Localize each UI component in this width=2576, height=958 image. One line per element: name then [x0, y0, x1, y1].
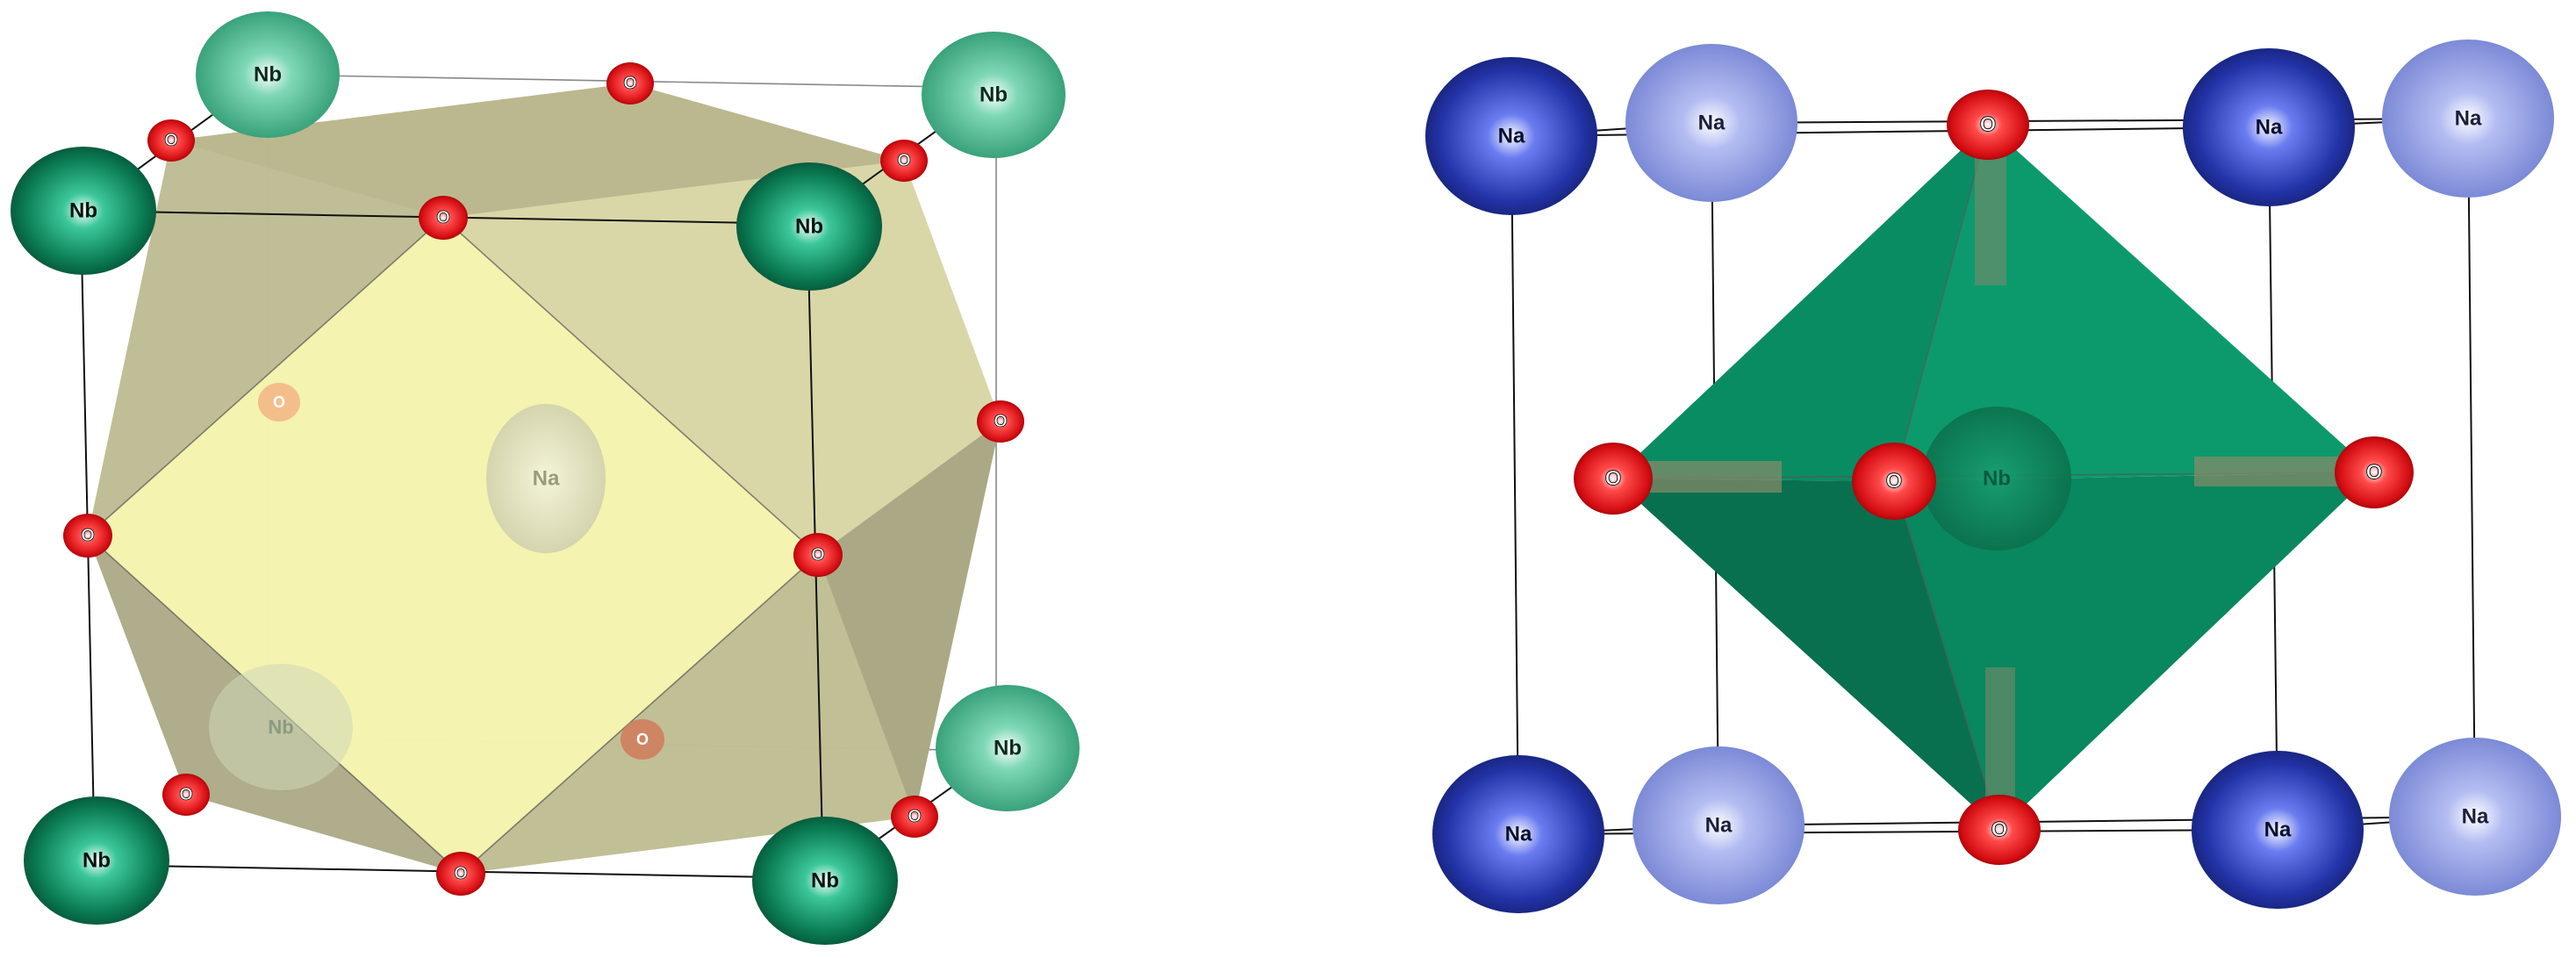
right-o-label: O	[1991, 818, 2008, 842]
left-o-atom-left-front: O	[63, 514, 112, 558]
right-octahedron-left-lower-face	[1613, 479, 1999, 830]
left-o-label: O	[897, 151, 911, 170]
left-structure: Na Nb O O Nb Nb Nb	[11, 11, 1080, 945]
right-na-atom-front-bottom-right: Na	[2192, 751, 2364, 909]
right-na-atom-back-bottom-right: Na	[2389, 738, 2561, 896]
left-polyhedron-left-face	[88, 140, 443, 536]
right-na-label: Na	[2455, 107, 2482, 131]
left-hidden-o-label-2: O	[636, 731, 649, 748]
left-o-label: O	[81, 526, 95, 545]
left-nb-label: Nb	[83, 849, 111, 873]
right-na-atom-front-top-right: Na	[2183, 48, 2355, 206]
right-na-atom-back-bottom-left: Na	[1632, 746, 1805, 904]
right-o-label: O	[1605, 467, 1622, 491]
left-o-atom-bottom-right: O	[891, 796, 938, 838]
right-na-atom-front-top-left: Na	[1425, 57, 1597, 215]
right-central-nb-atom: Nb	[1922, 407, 2071, 551]
left-hidden-o-atom-2: O	[621, 719, 664, 760]
left-nb-label: Nb	[254, 63, 282, 87]
left-nb-label: Nb	[811, 869, 839, 893]
right-o-atom-bottom: O	[1958, 795, 2041, 865]
right-na-label: Na	[1705, 814, 1733, 838]
right-o-atom-right: O	[2335, 436, 2414, 508]
right-octahedron-right-upper-face	[1894, 125, 2374, 481]
left-back-nb-atom-faint: Nb	[209, 664, 353, 790]
left-nb-label: Nb	[994, 737, 1022, 760]
left-o-label: O	[454, 864, 468, 883]
left-polyhedron-bottom-right-face	[461, 555, 915, 874]
right-o-atom-top: O	[1947, 90, 2029, 160]
left-o-label: O	[436, 208, 450, 227]
left-o-atom-top-left: O	[147, 119, 195, 162]
right-na-label: Na	[2264, 818, 2292, 842]
right-o-label: O	[2366, 461, 2383, 485]
right-o-atom-front: O	[1852, 443, 1936, 520]
left-hidden-o-atom-1: O	[258, 383, 300, 421]
right-central-nb-label: Nb	[1983, 467, 2011, 491]
left-nb-label: Nb	[979, 83, 1008, 107]
right-o-label: O	[1980, 113, 1997, 137]
left-nb-atom-front-bottom-right: Nb	[752, 817, 898, 945]
left-hidden-o-label-1: O	[273, 393, 285, 411]
left-polyhedron-right-face	[818, 421, 1001, 817]
left-o-atom-top-front: O	[419, 196, 468, 240]
left-o-label: O	[179, 785, 193, 804]
right-na-label: Na	[1505, 823, 1532, 846]
right-bonds	[1632, 140, 2352, 808]
left-nb-atom-front-top-left: Nb	[11, 147, 156, 275]
left-o-label: O	[908, 807, 922, 826]
left-faint-nb-label: Nb	[268, 717, 293, 738]
right-o-atom-left: O	[1574, 443, 1653, 515]
left-o-label: O	[994, 412, 1008, 431]
left-o-atom-right-front: O	[793, 533, 843, 577]
left-nb-atom-front-top-right: Nb	[736, 162, 882, 291]
left-o-atom-bottom-left: O	[162, 774, 210, 816]
right-na-atom-front-bottom-left: Na	[1432, 755, 1604, 913]
right-na-label: Na	[2256, 116, 2283, 140]
left-nb-atom-back-top-left: Nb	[196, 11, 340, 138]
left-o-label: O	[623, 74, 637, 93]
right-na-label: Na	[1498, 125, 1525, 148]
left-central-na-label: Na	[533, 467, 560, 491]
left-nb-atom-back-bottom-right: Nb	[936, 685, 1080, 811]
right-octahedron-left-upper-face	[1613, 125, 1988, 481]
left-o-label: O	[811, 545, 825, 565]
left-nb-label: Nb	[69, 199, 97, 223]
left-o-atom-top-back: O	[606, 62, 654, 104]
right-na-label: Na	[2462, 805, 2489, 829]
right-octahedron	[1612, 124, 2375, 831]
right-na-atom-back-top-right: Na	[2382, 40, 2554, 198]
left-nb-label: Nb	[795, 215, 823, 239]
left-polyhedron-top-face	[171, 83, 904, 218]
left-nb-atom-front-bottom-left: Nb	[24, 796, 169, 925]
left-o-atom-right-back: O	[977, 400, 1024, 443]
right-o-label: O	[1886, 470, 1903, 493]
right-na-atom-back-top-left: Na	[1625, 44, 1797, 202]
left-o-atom-top-right: O	[880, 140, 928, 182]
left-polyhedron-front-face	[88, 218, 818, 874]
right-na-label: Na	[1698, 112, 1726, 135]
left-central-na-atom: Na	[486, 404, 606, 553]
left-o-label: O	[164, 131, 178, 150]
right-structure: Nb Na Na Na Na Na Na Na	[1425, 40, 2561, 913]
left-o-atom-bottom-front: O	[436, 852, 485, 896]
left-nb-atom-back-top-right: Nb	[922, 32, 1066, 158]
